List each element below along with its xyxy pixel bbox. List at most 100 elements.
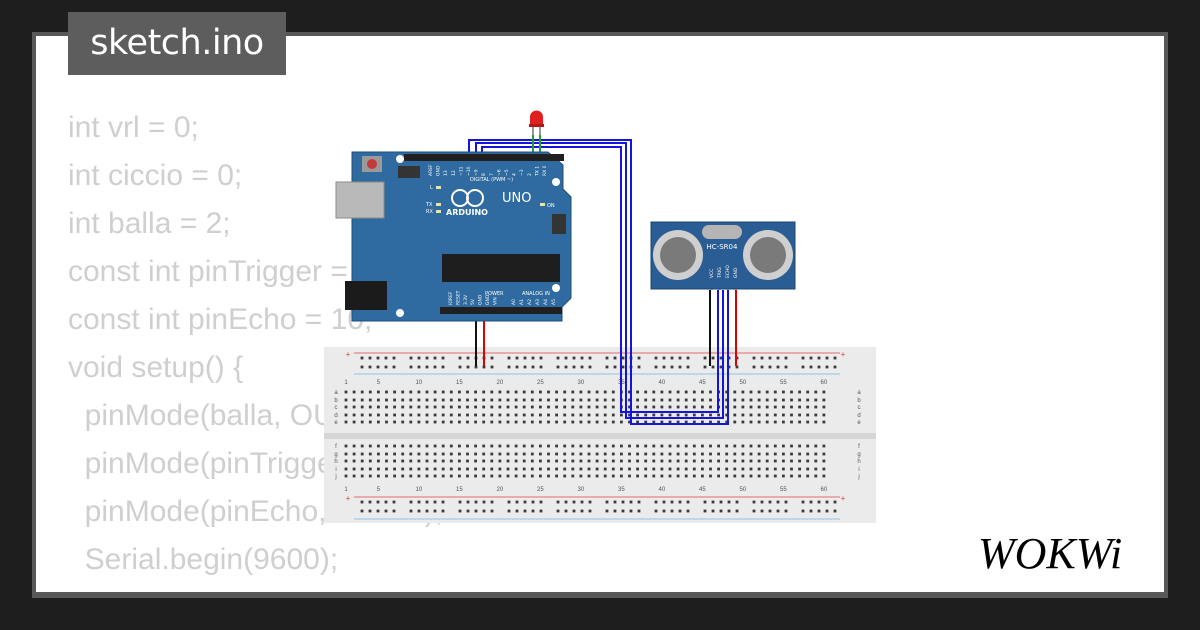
breadboard-hole[interactable] bbox=[384, 509, 388, 513]
breadboard-hole[interactable] bbox=[360, 405, 364, 409]
breadboard-hole[interactable] bbox=[660, 413, 664, 417]
breadboard-hole[interactable] bbox=[344, 459, 348, 463]
breadboard-hole[interactable] bbox=[571, 420, 575, 424]
breadboard-hole[interactable] bbox=[725, 405, 729, 409]
breadboard-hole[interactable] bbox=[822, 405, 826, 409]
breadboard-hole[interactable] bbox=[377, 452, 380, 456]
breadboard-hole[interactable] bbox=[433, 509, 437, 513]
breadboard-hole[interactable] bbox=[458, 405, 461, 409]
breadboard-hole[interactable] bbox=[531, 509, 535, 513]
breadboard-hole[interactable] bbox=[490, 413, 494, 417]
breadboard-hole[interactable] bbox=[741, 444, 745, 448]
breadboard-hole[interactable] bbox=[555, 405, 558, 409]
breadboard-hole[interactable] bbox=[530, 452, 534, 456]
breadboard-hole[interactable] bbox=[752, 356, 756, 360]
breadboard-hole[interactable] bbox=[482, 467, 486, 471]
breadboard-hole[interactable] bbox=[506, 398, 510, 402]
breadboard-hole[interactable] bbox=[603, 405, 607, 409]
breadboard-hole[interactable] bbox=[684, 467, 688, 471]
breadboard-hole[interactable] bbox=[692, 413, 696, 417]
breadboard-hole[interactable] bbox=[833, 365, 837, 369]
breadboard-hole[interactable] bbox=[556, 356, 560, 360]
breadboard-hole[interactable] bbox=[765, 459, 769, 463]
breadboard-hole[interactable] bbox=[514, 452, 518, 456]
breadboard-hole[interactable] bbox=[409, 474, 413, 478]
breadboard-hole[interactable] bbox=[620, 420, 623, 424]
breadboard-hole[interactable] bbox=[556, 365, 560, 369]
breadboard-hole[interactable] bbox=[719, 365, 723, 369]
breadboard-hole[interactable] bbox=[684, 405, 688, 409]
breadboard-hole[interactable] bbox=[433, 398, 437, 402]
breadboard-hole[interactable] bbox=[798, 398, 801, 402]
breadboard-hole[interactable] bbox=[701, 452, 704, 456]
breadboard-hole[interactable] bbox=[377, 398, 380, 402]
breadboard-hole[interactable] bbox=[401, 390, 405, 394]
breadboard-hole[interactable] bbox=[773, 390, 777, 394]
breadboard-hole[interactable] bbox=[498, 452, 502, 456]
breadboard-hole[interactable] bbox=[798, 420, 801, 424]
breadboard-hole[interactable] bbox=[749, 467, 753, 471]
breadboard-hole[interactable] bbox=[790, 459, 793, 463]
breadboard-hole[interactable] bbox=[773, 459, 777, 463]
breadboard-hole[interactable] bbox=[498, 390, 502, 394]
breadboard-hole[interactable] bbox=[741, 459, 745, 463]
breadboard-hole[interactable] bbox=[817, 356, 821, 360]
breadboard-hole[interactable] bbox=[757, 474, 761, 478]
breadboard-hole[interactable] bbox=[660, 398, 664, 402]
breadboard-hole[interactable] bbox=[368, 398, 372, 402]
breadboard-hole[interactable] bbox=[531, 356, 535, 360]
breadboard-hole[interactable] bbox=[449, 413, 453, 417]
breadboard-hole[interactable] bbox=[817, 509, 821, 513]
breadboard-hole[interactable] bbox=[782, 452, 785, 456]
breadboard-hole[interactable] bbox=[401, 474, 405, 478]
breadboard-holes[interactable] bbox=[344, 356, 837, 513]
breadboard-hole[interactable] bbox=[676, 405, 680, 409]
breadboard-hole[interactable] bbox=[474, 444, 477, 448]
breadboard-hole[interactable] bbox=[344, 405, 348, 409]
breadboard-hole[interactable] bbox=[654, 500, 658, 504]
breadboard-hole[interactable] bbox=[686, 356, 690, 360]
breadboard-hole[interactable] bbox=[652, 398, 656, 402]
breadboard-hole[interactable] bbox=[782, 420, 785, 424]
breadboard-hole[interactable] bbox=[587, 444, 591, 448]
breadboard-hole[interactable] bbox=[377, 444, 380, 448]
breadboard-hole[interactable] bbox=[523, 356, 527, 360]
breadboard-hole[interactable] bbox=[482, 390, 486, 394]
breadboard-hole[interactable] bbox=[530, 390, 534, 394]
breadboard-hole[interactable] bbox=[620, 444, 623, 448]
breadboard-hole[interactable] bbox=[393, 413, 396, 417]
breadboard-hole[interactable] bbox=[385, 474, 388, 478]
breadboard-hole[interactable] bbox=[393, 452, 396, 456]
breadboard-hole[interactable] bbox=[368, 444, 372, 448]
wire-trigger[interactable] bbox=[481, 146, 719, 413]
breadboard-hole[interactable] bbox=[522, 405, 526, 409]
breadboard-hole[interactable] bbox=[636, 413, 639, 417]
breadboard-hole[interactable] bbox=[433, 405, 437, 409]
breadboard-hole[interactable] bbox=[466, 452, 469, 456]
breadboard-hole[interactable] bbox=[506, 405, 510, 409]
breadboard-hole[interactable] bbox=[393, 467, 396, 471]
breadboard-hole[interactable] bbox=[417, 509, 421, 513]
breadboard-hole[interactable] bbox=[417, 390, 421, 394]
breadboard-hole[interactable] bbox=[701, 413, 704, 417]
breadboard-hole[interactable] bbox=[523, 509, 527, 513]
breadboard-hole[interactable] bbox=[458, 390, 461, 394]
breadboard-hole[interactable] bbox=[817, 500, 821, 504]
breadboard-hole[interactable] bbox=[782, 398, 785, 402]
breadboard-hole[interactable] bbox=[571, 459, 575, 463]
breadboard-hole[interactable] bbox=[547, 420, 550, 424]
breadboard-hole[interactable] bbox=[717, 474, 720, 478]
breadboard-hole[interactable] bbox=[806, 405, 810, 409]
breadboard-hole[interactable] bbox=[595, 413, 599, 417]
breadboard-hole[interactable] bbox=[790, 474, 793, 478]
breadboard-hole[interactable] bbox=[782, 474, 785, 478]
breadboard-hole[interactable] bbox=[636, 405, 639, 409]
breadboard-hole[interactable] bbox=[595, 420, 599, 424]
breadboard-hole[interactable] bbox=[579, 444, 583, 448]
breadboard-hole[interactable] bbox=[782, 444, 785, 448]
breadboard-hole[interactable] bbox=[530, 474, 534, 478]
code-line[interactable]: int balla = 2; bbox=[68, 207, 231, 240]
breadboard-hole[interactable] bbox=[733, 467, 737, 471]
